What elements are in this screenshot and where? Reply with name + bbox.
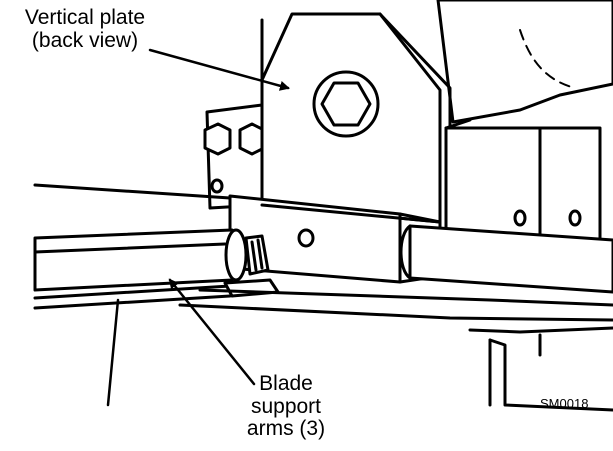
vertical-plate-label-line2: (back view) [31, 29, 139, 53]
blade-support-arms-callout: Blade support arms (3) [230, 372, 342, 441]
blade-support-arms-label-line1: Blade [259, 372, 313, 395]
blade-edges [33, 183, 232, 310]
left-bolt-bracket [203, 103, 266, 210]
motor-housing [436, 0, 613, 124]
hex-bolt-nut [320, 81, 372, 127]
leader-lines [106, 48, 290, 407]
deck-frame [178, 288, 613, 412]
blade-support-arms-label-line3: arms (3) [246, 417, 326, 441]
right-rod [399, 224, 613, 294]
vertical-plate-callout: Vertical plate (back view) [2, 6, 168, 52]
figure-code: SM0018 [540, 396, 589, 411]
vertical-plate-label-line1: Vertical plate [24, 6, 146, 29]
vertical-plate [260, 12, 452, 224]
blade-support-arms-label-line2: support [250, 394, 322, 418]
